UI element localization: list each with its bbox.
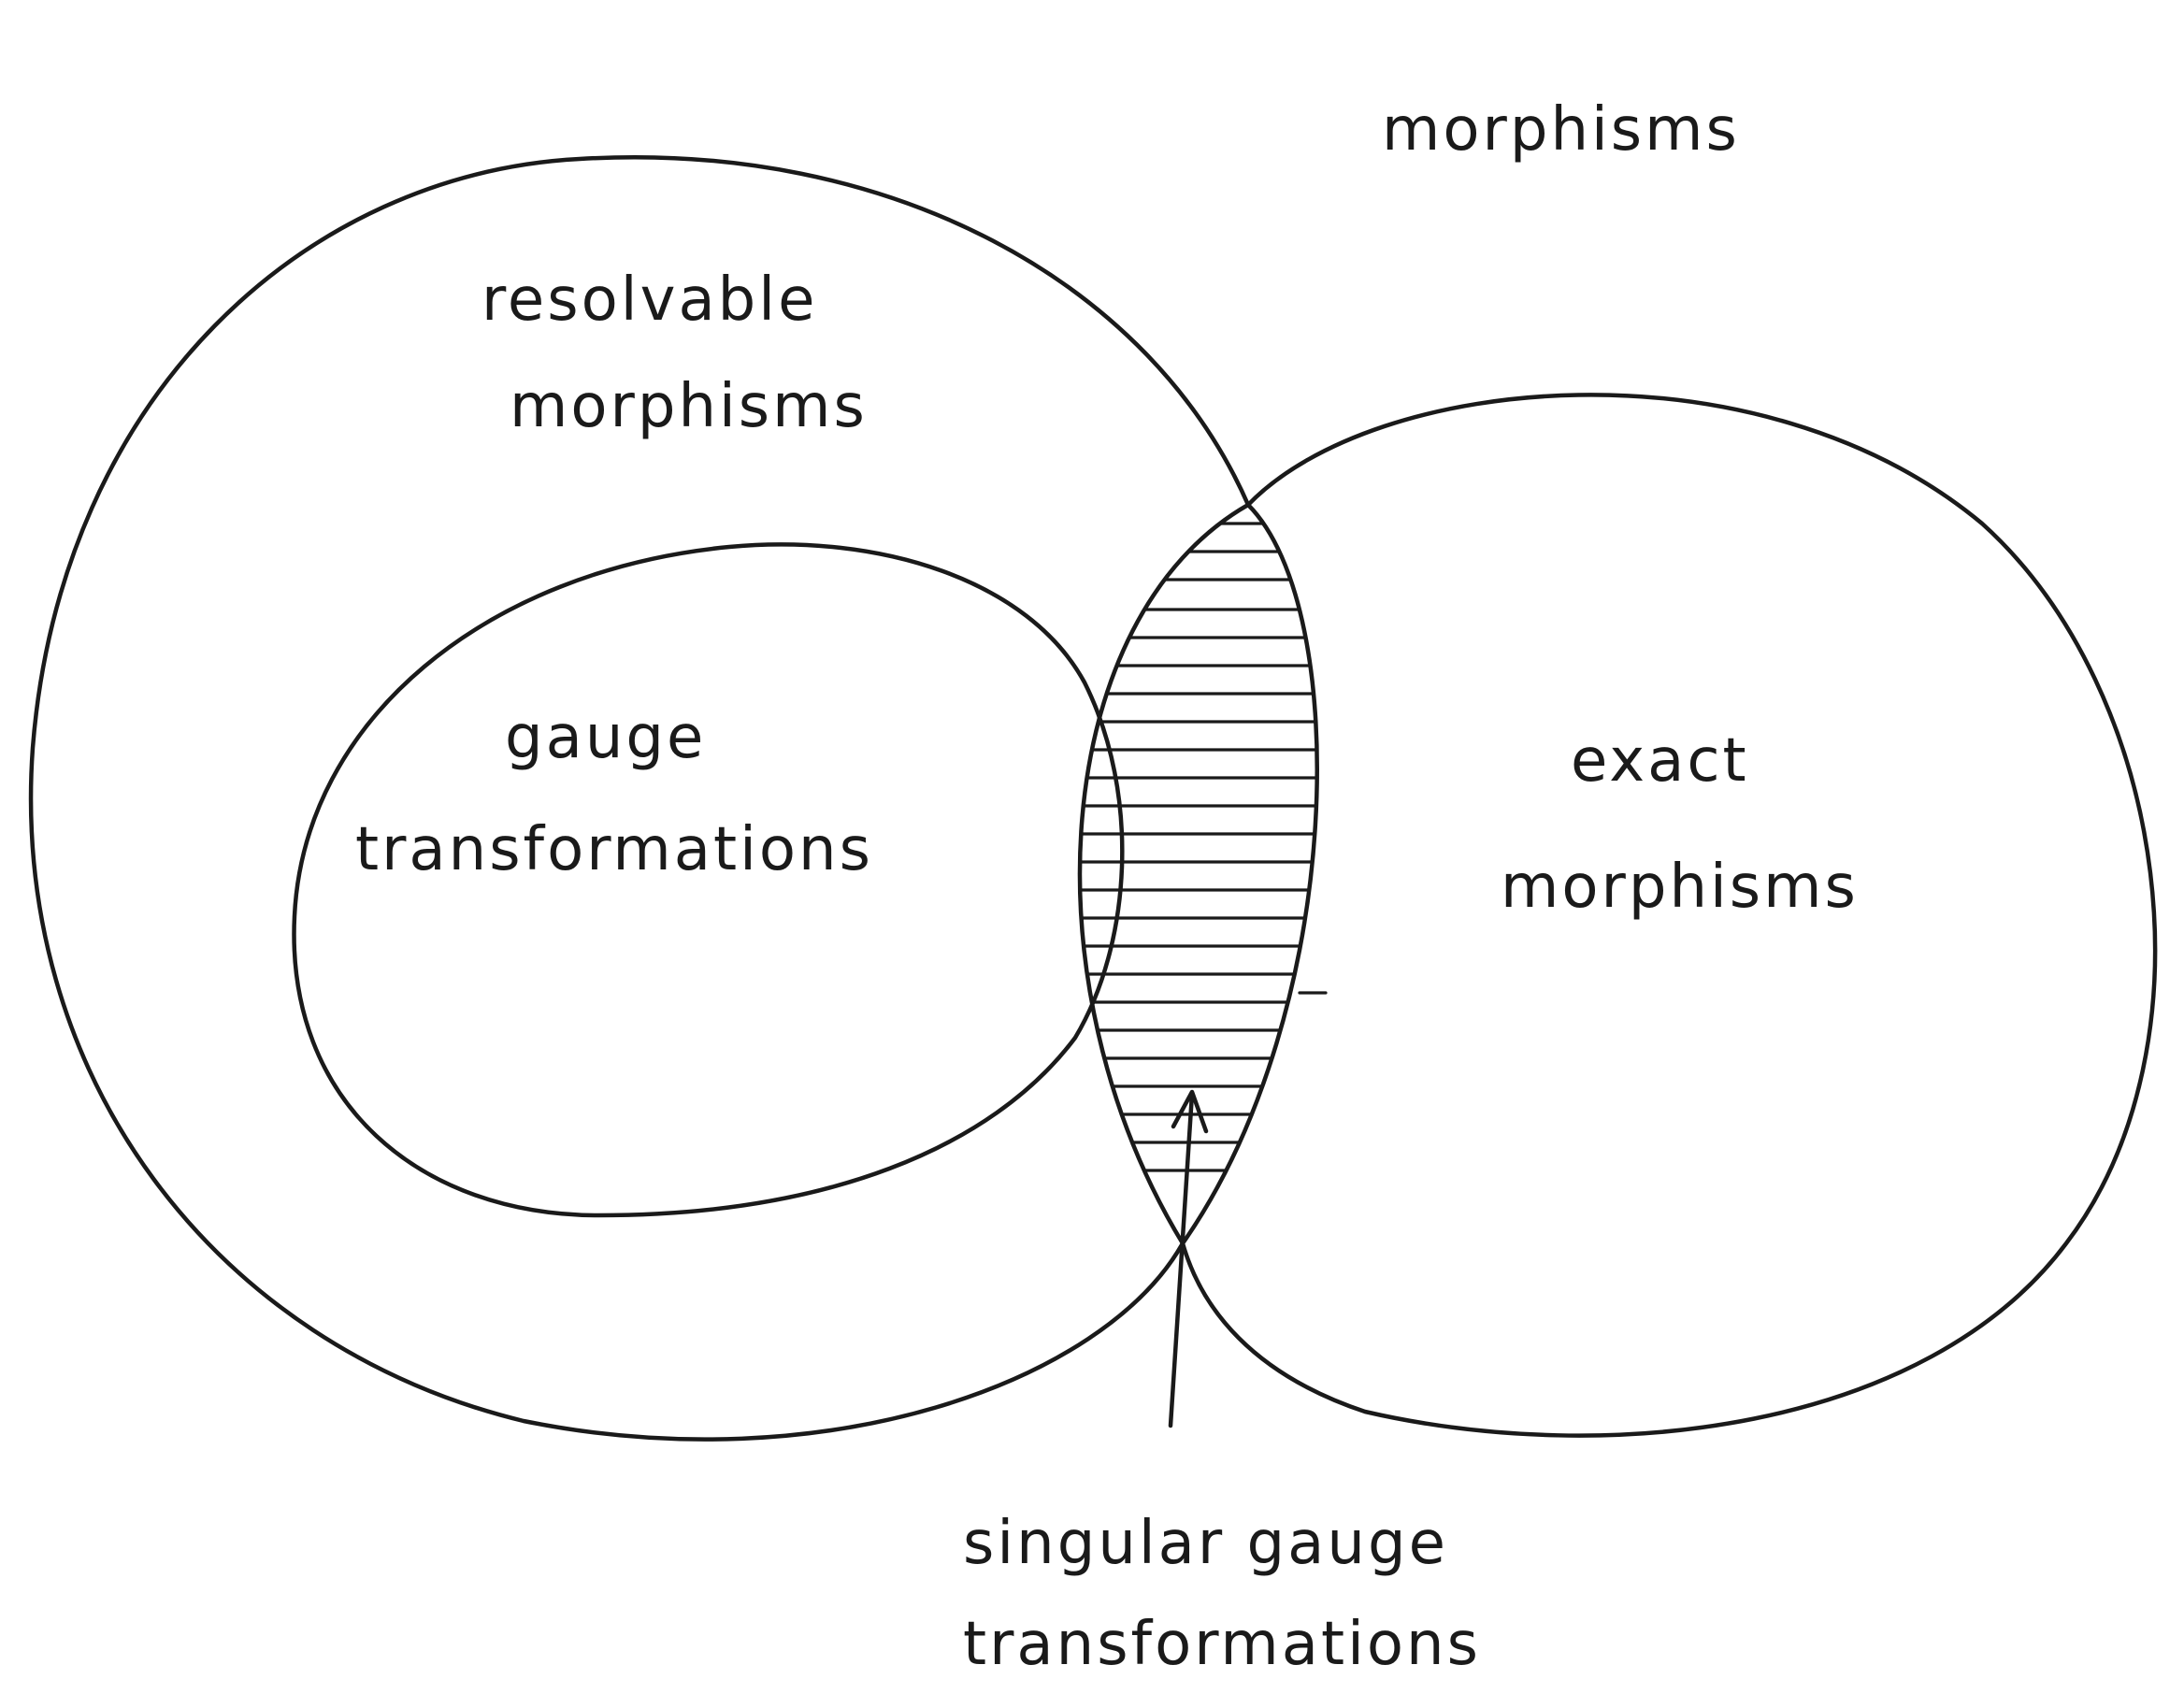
gauge-label-line1: gauge: [505, 703, 706, 772]
resolvable-label-line1: resolvable: [481, 266, 817, 335]
singular-arrow-head: [1171, 1089, 1209, 1134]
exact-morphisms-circle: [1180, 393, 2158, 1438]
gauge-label-line2: transformations: [355, 815, 873, 884]
resolvable-label-line2: morphisms: [510, 372, 868, 441]
singular-region-hatching: [1080, 522, 1317, 1172]
universe-label: morphisms: [1382, 95, 1740, 165]
exact-label-line1: exact: [1571, 726, 1749, 796]
gauge-transformations-circle: [292, 542, 1125, 1218]
singular-label-line2: transformations: [963, 1610, 1481, 1679]
singular-arrow: [1168, 1091, 1195, 1428]
resolvable-morphisms-circle: [28, 154, 1251, 1442]
exact-label-line2: morphisms: [1501, 853, 1859, 922]
singular-label-line1: singular gauge: [963, 1509, 1448, 1578]
intersection-boundary: [1077, 502, 1319, 1246]
